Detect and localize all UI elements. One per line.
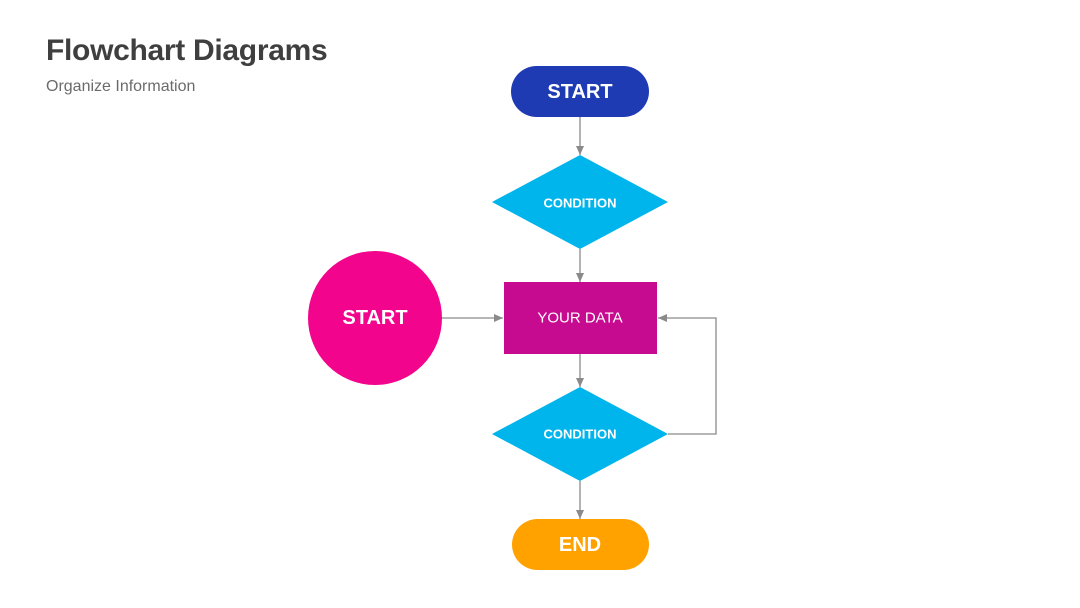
condition-diamond-1: [492, 155, 668, 249]
start-circle-node: START: [308, 251, 442, 385]
edge-condition-loop-to-data: [658, 314, 717, 435]
condition-node-2: CONDITION: [492, 387, 668, 481]
start-terminal-shape: [511, 66, 649, 117]
page-title: Flowchart Diagrams: [46, 34, 328, 67]
start-circle-shape: [308, 251, 442, 385]
start-circle-label: START: [342, 307, 407, 329]
condition-node-1: CONDITION: [492, 155, 668, 249]
start-terminal-node: START: [511, 66, 649, 117]
condition-label-2: CONDITION: [544, 427, 617, 442]
connectors: [442, 117, 717, 519]
condition-label-1: CONDITION: [544, 196, 617, 211]
condition-diamond-2: [492, 387, 668, 481]
page-subtitle: Organize Information: [46, 78, 196, 95]
end-terminal-node: END: [512, 519, 649, 570]
data-process-shape: [504, 282, 657, 354]
end-terminal-label: END: [559, 534, 601, 556]
start-terminal-label: START: [547, 81, 612, 103]
end-terminal-shape: [512, 519, 649, 570]
data-process-label: YOUR DATA: [537, 310, 622, 327]
data-process-node: YOUR DATA: [504, 282, 657, 354]
